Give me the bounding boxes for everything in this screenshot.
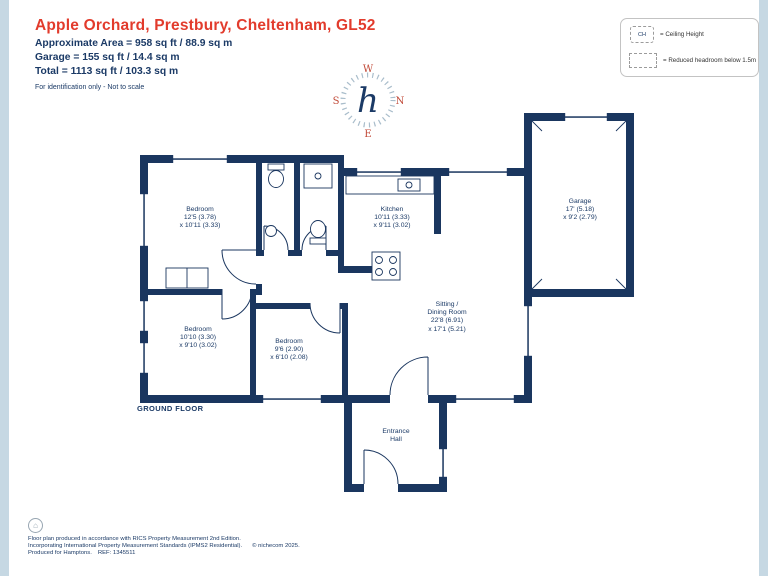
ceiling-height-label: = Ceiling Height xyxy=(660,31,704,38)
compass-monogram: h xyxy=(357,81,379,121)
toilet-cistern-2 xyxy=(309,237,327,245)
header: Apple Orchard, Prestbury, Cheltenham, GL… xyxy=(35,17,376,91)
compass-ring xyxy=(340,72,396,128)
hob-burner xyxy=(389,268,397,276)
room-dimension: x 6'10 (2.08) xyxy=(270,354,308,362)
room-name: Bedroom xyxy=(186,206,214,213)
footer-copyright: © nichecom 2025. xyxy=(252,543,300,549)
page-title: Apple Orchard, Prestbury, Cheltenham, GL… xyxy=(35,17,376,34)
compass-south-label: S xyxy=(333,96,340,107)
footer-logo-icon: ⌂ xyxy=(28,518,43,533)
compass-west-label: W xyxy=(363,64,374,75)
footer-line-1: Floor plan produced in accordance with R… xyxy=(28,536,241,542)
room-dimension: 17' (5.18) xyxy=(565,206,595,214)
room-label-entrance-hall: Entrance Hall xyxy=(336,428,456,444)
room-name: Sitting / xyxy=(435,301,459,308)
footer: ⌂ Floor plan produced in accordance with… xyxy=(28,518,300,557)
footer-produced-for: Produced for Hamptons. xyxy=(28,550,92,556)
garage-area-line: Garage = 155 sq ft / 14.4 sq m xyxy=(35,51,180,63)
room-dimension: x 17'1 (5.21) xyxy=(428,325,466,333)
approximate-area-line: Approximate Area = 958 sq ft / 88.9 sq m xyxy=(35,37,233,49)
reduced-headroom-icon xyxy=(629,53,657,68)
room-dimension: 10'10 (3.30) xyxy=(179,334,217,342)
room-name: Hall xyxy=(390,436,402,444)
legend-ceiling-height-row: CH = Ceiling Height xyxy=(630,26,704,43)
identification-disclaimer: For identification only - Not to scale xyxy=(35,84,145,91)
room-name: Bedroom xyxy=(275,338,303,345)
hob-burner xyxy=(375,268,383,276)
toilet-bowl-1 xyxy=(268,170,284,188)
legend-box: CH = Ceiling Height = Reduced headroom b… xyxy=(620,18,759,77)
shower-drain xyxy=(314,172,322,180)
footer-line-3: Produced for Hamptons. REF: 1345511 xyxy=(28,550,300,557)
reduced-headroom-label: = Reduced headroom below 1.5m xyxy=(663,57,757,64)
room-name: Dining Room xyxy=(427,309,467,317)
room-name: Entrance xyxy=(382,428,410,435)
room-name: Garage xyxy=(568,198,592,205)
ceiling-height-icon: CH xyxy=(630,26,654,43)
toilet-cistern-1 xyxy=(267,163,285,171)
left-edge-bar xyxy=(0,0,9,576)
hob-burner xyxy=(375,256,383,264)
room-dimension: x 10'11 (3.33) xyxy=(179,222,221,230)
compass-east-label: E xyxy=(364,129,371,140)
ground-floor-label: GROUND FLOOR xyxy=(137,404,204,413)
garage-corner-ticks xyxy=(531,120,627,290)
fixtures xyxy=(165,120,627,290)
windows xyxy=(140,113,608,478)
kitchen-sink xyxy=(397,178,421,192)
footer-ref: REF: 1345511 xyxy=(97,550,136,556)
room-name: Bedroom xyxy=(184,326,212,333)
room-label-garage: Garage 17' (5.18) x 9'2 (2.79) xyxy=(520,198,640,223)
washbasin-1 xyxy=(265,225,277,237)
compass: W N S E h xyxy=(333,64,405,140)
hob-burner xyxy=(389,256,397,264)
room-label-sitting-dining: Sitting / Dining Room 22'8 (6.91) x 17'1… xyxy=(387,301,507,334)
room-label-bedroom-3: Bedroom 9'6 (2.90) x 6'10 (2.08) xyxy=(229,338,349,363)
kitchen-sink-drain xyxy=(405,181,413,189)
footer-text: Floor plan produced in accordance with R… xyxy=(28,536,300,557)
door-swings xyxy=(221,225,429,485)
room-dimension: 22'8 (6.91) xyxy=(430,317,464,325)
footer-ipms-text: Incorporating International Property Mea… xyxy=(28,543,243,549)
compass-north-label: N xyxy=(396,96,405,107)
room-dimension: 10'11 (3.33) xyxy=(374,214,410,222)
footer-line-2: Incorporating International Property Mea… xyxy=(28,543,300,550)
room-dimension: x 9'11 (3.02) xyxy=(373,222,411,230)
walls xyxy=(140,113,634,492)
room-dimension: x 9'10 (3.02) xyxy=(179,342,217,350)
room-label-kitchen: Kitchen 10'11 (3.33) x 9'11 (3.02) xyxy=(332,206,452,231)
room-label-bedroom-1: Bedroom 12'5 (3.78) x 10'11 (3.33) xyxy=(140,206,260,231)
toilet-bowl-2 xyxy=(310,220,326,238)
kitchen-hob xyxy=(371,251,401,281)
room-dimension: 12'5 (3.78) xyxy=(183,214,217,222)
kitchen-counter xyxy=(345,175,435,195)
right-edge-bar xyxy=(759,0,768,576)
room-label-bedroom-2: Bedroom 10'10 (3.30) x 9'10 (3.02) xyxy=(138,326,258,351)
legend-reduced-headroom-row: = Reduced headroom below 1.5m xyxy=(629,53,756,68)
total-area-line: Total = 1113 sq ft / 103.3 sq m xyxy=(35,65,179,77)
room-name: Kitchen xyxy=(380,206,404,213)
room-dimension: 9'6 (2.90) xyxy=(274,346,304,354)
room-dimension: x 9'2 (2.79) xyxy=(563,214,597,222)
